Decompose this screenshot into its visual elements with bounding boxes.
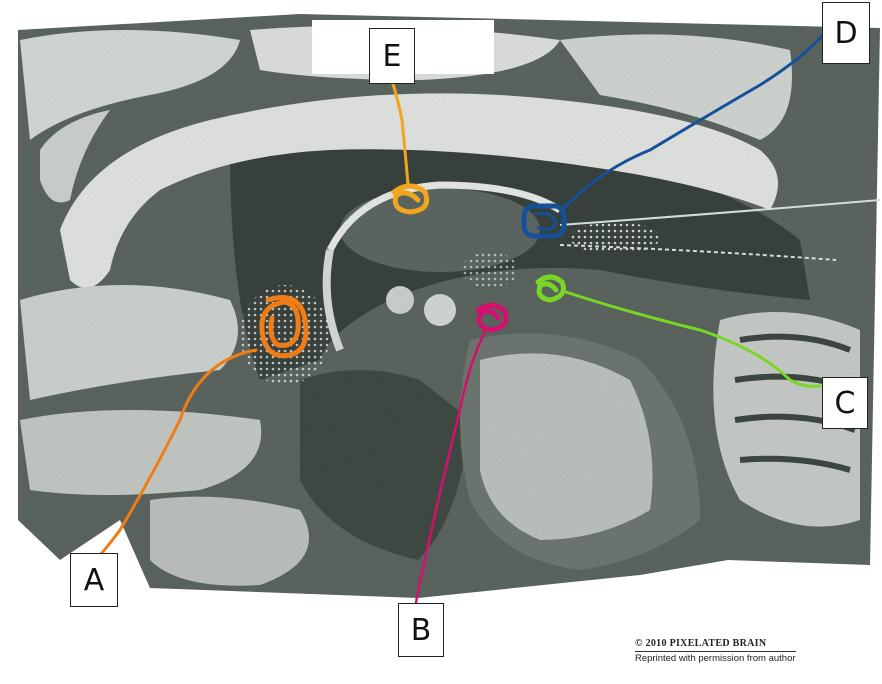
label-e-text: E bbox=[382, 38, 402, 74]
photo-region bbox=[18, 14, 881, 598]
label-d: D bbox=[822, 2, 870, 64]
marker-a bbox=[98, 295, 309, 557]
label-d-text: D bbox=[834, 15, 858, 51]
label-b-text: B bbox=[410, 612, 432, 648]
label-a: A bbox=[70, 553, 118, 607]
copyright-credit: © 2010 PIXELATED BRAIN bbox=[635, 638, 767, 649]
marker-b bbox=[414, 303, 509, 605]
label-a-text: A bbox=[83, 562, 105, 598]
label-c: C bbox=[822, 377, 868, 429]
marker-e bbox=[391, 82, 430, 215]
label-e: E bbox=[369, 28, 415, 84]
marker-d bbox=[521, 34, 824, 239]
permission-credit: Reprinted with permission from author bbox=[635, 651, 796, 664]
marker-c bbox=[535, 274, 822, 388]
label-b: B bbox=[398, 603, 444, 657]
label-c-text: C bbox=[834, 385, 856, 421]
